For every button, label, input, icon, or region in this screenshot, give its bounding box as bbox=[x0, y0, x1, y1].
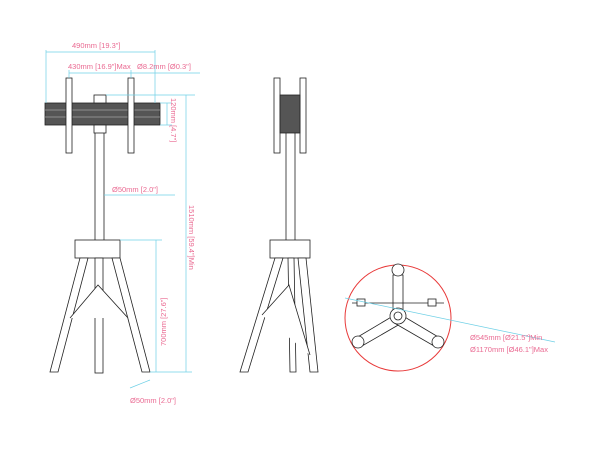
side-leg-right bbox=[297, 257, 319, 373]
front-view bbox=[44, 77, 161, 374]
front-leg-left bbox=[49, 257, 89, 373]
front-clamp-bottom bbox=[93, 124, 107, 134]
front-right-rail bbox=[127, 77, 135, 154]
base-height-label: 700mm [27.6"] bbox=[159, 297, 168, 346]
footprint-max-label: Ø1170mm [Ø46.1"]Max bbox=[470, 345, 548, 354]
dimension-lines bbox=[45, 50, 200, 389]
drawing-stroke bbox=[351, 335, 365, 349]
front-base-plate bbox=[74, 239, 121, 259]
drawing-stroke bbox=[431, 335, 445, 349]
drawing-stroke bbox=[392, 274, 404, 313]
side-leg-left bbox=[239, 257, 284, 373]
drawing-stroke bbox=[356, 298, 366, 307]
overall-width-label: 490mm [19.3"] bbox=[72, 41, 121, 50]
drawing-stroke bbox=[427, 298, 437, 307]
drawing-stroke bbox=[129, 379, 151, 389]
side-pole bbox=[285, 119, 296, 243]
vesa-width-label: 430mm [16.9"]Max bbox=[68, 62, 131, 71]
top-view bbox=[344, 263, 556, 372]
front-left-rail bbox=[65, 77, 73, 154]
drawing-stroke bbox=[299, 77, 307, 154]
side-view bbox=[239, 77, 319, 373]
pole-diameter-label: Ø50mm [2.0"] bbox=[112, 185, 158, 194]
total-height-label: 1510mm [59.4"]Min bbox=[187, 205, 196, 270]
drawing-stroke bbox=[344, 297, 556, 343]
foot-diameter-label: Ø50mm [2.0"] bbox=[130, 396, 176, 405]
bracket-height-label: 120mm [4.7"] bbox=[169, 98, 178, 142]
front-mount-bar bbox=[44, 102, 161, 126]
drawing-stroke bbox=[261, 284, 311, 356]
front-brace bbox=[69, 284, 129, 319]
dimension-labels: 490mm [19.3"] 430mm [16.9"]Max Ø8.2mm [Ø… bbox=[68, 41, 548, 405]
bolt-diameter-label: Ø8.2mm [Ø0.3"] bbox=[137, 62, 191, 71]
front-clamp-top bbox=[93, 94, 107, 104]
front-pole bbox=[94, 119, 105, 243]
side-mount-bracket bbox=[279, 94, 301, 134]
side-base-plate bbox=[269, 239, 311, 259]
drawing-stroke bbox=[273, 77, 281, 154]
footprint-min-label: Ø545mm [Ø21.5"]Min bbox=[470, 333, 542, 342]
drawing-stroke bbox=[393, 311, 403, 321]
drawing-stroke bbox=[391, 263, 405, 277]
